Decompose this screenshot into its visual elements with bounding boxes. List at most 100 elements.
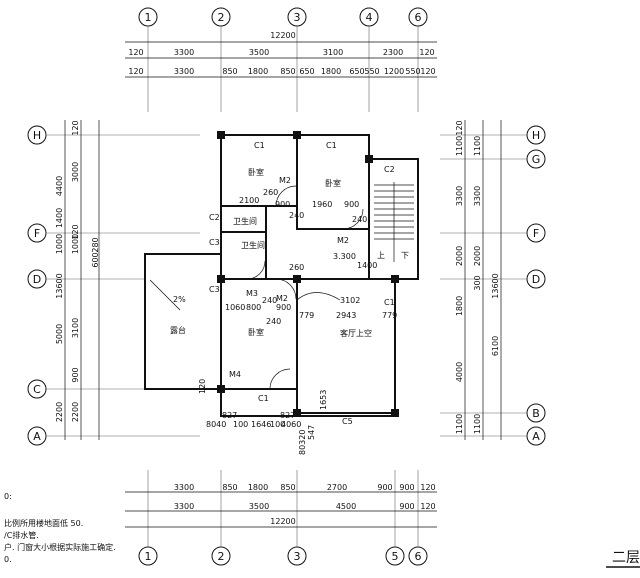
dimension: 1800 [248,67,268,76]
note-line: 0. [4,555,12,564]
dimension: 1646 [251,420,271,429]
dimension: 900 [377,483,392,492]
room-bedroom: 卧室 [248,167,264,177]
dimension: 827 [222,411,237,420]
slope-arrow [149,279,181,311]
dimension-total-bottom: 12200 [270,517,295,526]
door-tag: M4 [229,370,241,379]
dimension: 3300 [174,483,194,492]
dimension: 13600 [491,273,500,298]
dimension: 1000 [55,234,64,254]
grid-label: 1 [145,11,152,24]
dimension: 1100 [455,136,464,156]
grid-label: 2 [218,550,225,563]
dimension: 3500 [249,48,269,57]
dimension: 6100 [491,336,500,356]
dimension: 4500 [336,502,356,511]
dimension: 4060 [281,420,301,429]
window-tag: C2 [209,213,220,222]
grid-label: 4 [366,11,373,24]
top-dimensions: 12200 120 3300 3500 3100 2300 120 120 33… [128,31,435,76]
dimension: 300 [473,275,482,290]
columns[interactable] [217,131,399,417]
room-bathroom: 卫生间 [241,240,265,250]
dimension: 827 [280,411,295,420]
dimension: 650 [299,67,314,76]
dimension: 5000 [55,324,64,344]
dimension: 900 [399,483,414,492]
right-dimensions: 1100 3300 2000 13600 6100 1100 120 1100 … [455,120,500,434]
dimension: 3100 [323,48,343,57]
grid-lines [46,26,527,547]
dimension: 2000 [473,246,482,266]
dimension: 1100 [455,414,464,434]
dimension: 1400 [357,261,377,270]
dimension: 1800 [248,483,268,492]
dimension: 1100 [473,414,482,434]
grid-label: 2 [218,11,225,24]
grid-bubbles-top [138,7,428,27]
dimension: 280 [91,237,100,252]
dimension: 8040 [206,420,226,429]
dimension: 2943 [336,311,356,320]
dimension: 1653 [319,390,328,410]
grid-label: 1 [145,550,152,563]
window-tag: C1 [258,394,269,403]
dimension: 120 [420,502,435,511]
dimension: 2000 [455,246,464,266]
dimension: 547 [307,425,316,440]
dimension: 100 [233,420,248,429]
grid-label: F [34,227,40,240]
dimension: 120 [71,224,80,239]
grid-labels-bottom: 1 2 3 5 6 [145,550,422,563]
dimension: 900 [399,502,414,511]
dimension: 779 [299,311,314,320]
stair-up: 上 [377,251,385,260]
dimension: 260 [289,263,304,272]
stair-down: 下 [401,251,409,260]
dimension: 3500 [249,502,269,511]
dimension: 240 [352,215,367,224]
dimension: 3300 [174,67,194,76]
dimension: 2300 [383,48,403,57]
dimension: 1200 [384,67,404,76]
dimension: 850 [222,483,237,492]
dimension: 550 [364,67,379,76]
room-bedroom: 卧室 [325,178,341,188]
door-tag: M2 [276,294,288,303]
door-tag: M3 [246,289,258,298]
note-line: 户. 门窗大小根据实际施工确定. [4,542,116,552]
grid-label: 6 [415,550,422,563]
dimension: 1960 [312,200,332,209]
notes: 0: 比例所用楼地面低 50. /C排水管. 户. 门窗大小根据实际施工确定. … [4,492,116,564]
dimension: 120 [419,48,434,57]
note-line: 0: [4,492,12,501]
dimension: 4000 [455,362,464,382]
dimension: 3300 [174,502,194,511]
window-tag: C3 [209,285,220,294]
dimension: 240 [262,296,277,305]
room-living-void: 客厅上空 [340,328,372,338]
dimension: 80320 [298,430,307,455]
grid-label: G [532,153,541,166]
dimension: 100 [270,420,285,429]
grid-label: F [533,227,539,240]
slope-label: 2% [173,295,186,304]
dimension: 240 [289,211,304,220]
dimension: 4400 [55,176,64,196]
note-line: /C排水管. [4,530,39,540]
note-line: 比例所用楼地面低 50. [4,518,83,528]
grid-label: 5 [392,550,399,563]
dimension: 3100 [71,318,80,338]
dimension: 800 [246,303,261,312]
dimension: 1800 [321,67,341,76]
dimension: 120 [198,379,207,394]
dimension: 260 [263,188,278,197]
dimension-lines [64,41,502,528]
grid-label: A [532,430,540,443]
window-tag: C1 [254,141,265,150]
window-tag: C3 [209,238,220,247]
window-tag: C1 [384,298,395,307]
window-tag: C2 [384,165,395,174]
